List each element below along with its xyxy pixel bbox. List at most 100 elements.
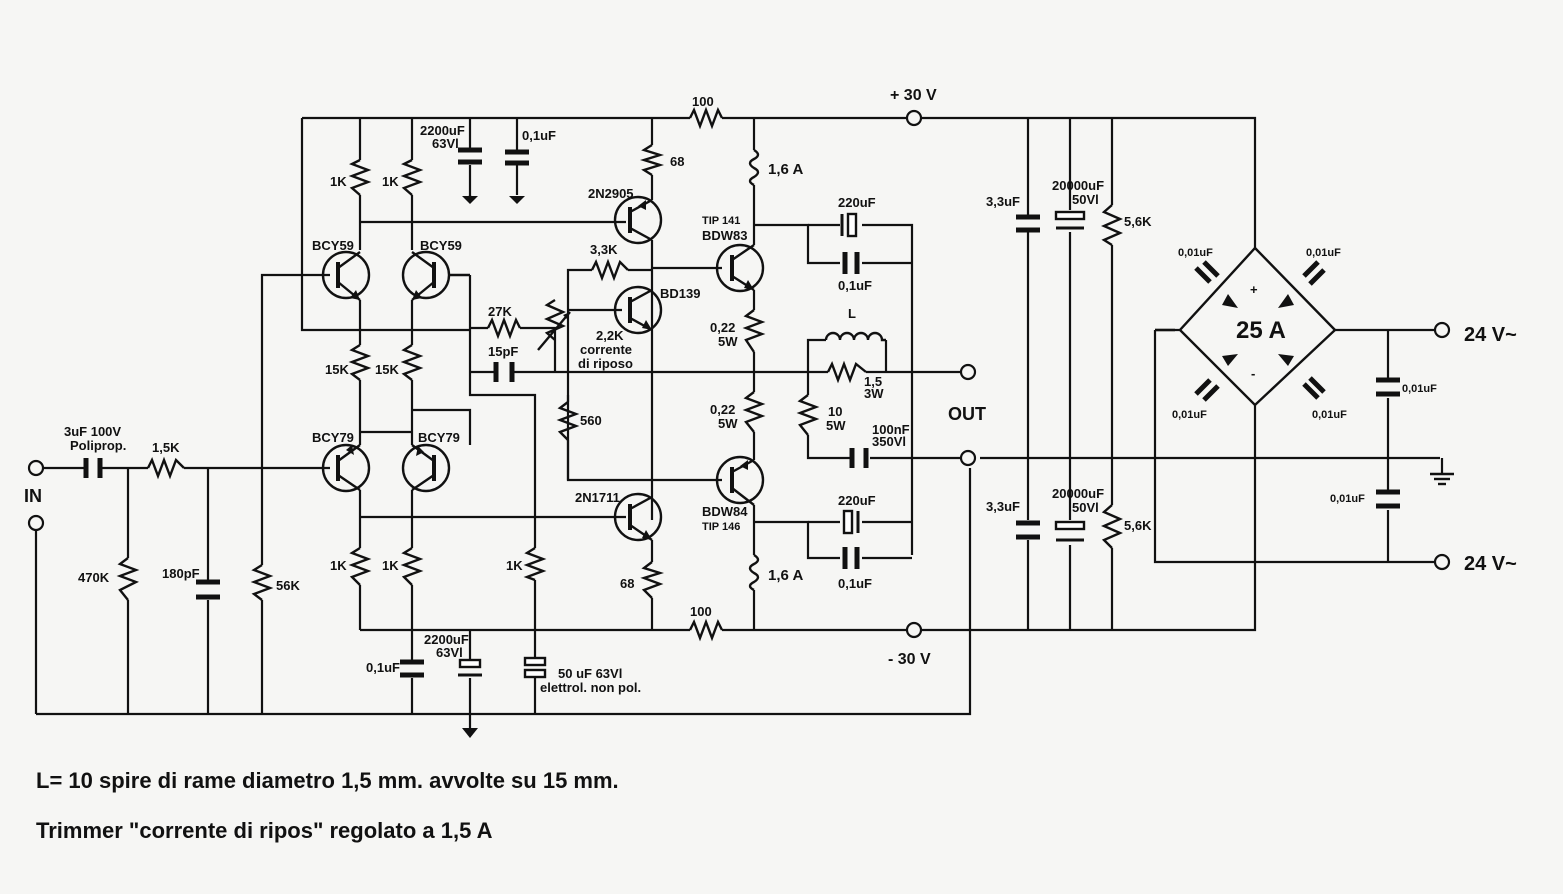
cap-20000uf-b	[1054, 520, 1086, 542]
label-bridge-plus: +	[1250, 282, 1258, 297]
label-tip146: TIP 146	[702, 521, 740, 533]
terminal-in-a	[27, 459, 45, 477]
resistor-022-a	[742, 309, 766, 353]
wires	[34, 116, 1444, 728]
label-cb2: 0,01uF	[1306, 247, 1341, 259]
label-fuse-top: 1,6 A	[768, 161, 803, 178]
components	[83, 106, 1454, 738]
resistor-56k	[250, 563, 274, 601]
resistor-1-5-3w	[826, 360, 867, 384]
label-r10b: 5W	[826, 418, 846, 433]
resistor-5-6k-a	[1101, 204, 1123, 247]
resistor-27k	[486, 316, 522, 340]
resistor-5-6k-b	[1101, 504, 1123, 549]
label-c100n: 100nF	[872, 422, 910, 437]
label-r5-6k-a: 5,6K	[1124, 214, 1152, 229]
resistor-3-3k	[590, 258, 629, 282]
cap-220uf-bot	[842, 509, 860, 535]
label-r1k-c: 1K	[330, 558, 347, 573]
cap-3-3uf-b	[1016, 520, 1040, 540]
cap-01uf-top2	[842, 252, 860, 274]
cap-15pf	[493, 362, 515, 382]
label-out: OUT	[948, 404, 986, 424]
terminal-out-a	[959, 363, 977, 381]
bridge-cap-3	[1194, 378, 1220, 402]
label-c3u2: Poliprop.	[70, 438, 126, 453]
resistor-10-5w	[796, 394, 820, 436]
resistor-15k-b	[400, 343, 424, 381]
label-c100n2: 350Vl	[872, 434, 906, 449]
label-bcy79-b: BCY79	[418, 430, 460, 445]
trimmer-2-2k	[544, 298, 566, 341]
bridge-cap-4	[1302, 376, 1326, 400]
label-r3-3k: 3,3K	[590, 242, 618, 257]
terminal-in-b	[27, 514, 45, 532]
label-c20000-a2: 50Vl	[1072, 192, 1099, 207]
label-c2200-bot-v: 63Vl	[436, 645, 463, 660]
label-cb6: 0,01uF	[1330, 493, 1365, 505]
transistor-bdw83	[715, 243, 765, 293]
label-r1k-e: 1K	[506, 558, 523, 573]
label-c50u: 50 uF 63Vl	[558, 666, 622, 681]
label-r15: 1,5	[864, 374, 882, 389]
terminals	[27, 109, 1451, 639]
terminal-out-b	[959, 449, 977, 467]
label-cb3: 0,01uF	[1172, 409, 1207, 421]
label-r1-5k: 1,5K	[152, 440, 180, 455]
label-r022-a: 0,22	[710, 320, 735, 335]
label-ac2: 24 V~	[1464, 553, 1517, 575]
label-bdw84: BDW84	[702, 504, 748, 519]
label-r100-bot: 100	[690, 604, 712, 619]
label-r5-6k-b: 5,6K	[1124, 518, 1152, 533]
label-c2200-top: 2200uF	[420, 123, 465, 138]
label-c3u: 3uF 100V	[64, 424, 121, 439]
resistor-1k-e	[523, 546, 547, 582]
label-r1k-d: 1K	[382, 558, 399, 573]
label-r022-b: 0,22	[710, 402, 735, 417]
ground-a	[462, 195, 478, 204]
transistor-bcy59-b	[401, 250, 470, 301]
transistor-bdw84	[715, 455, 765, 506]
label-2n2905: 2N2905	[588, 186, 634, 201]
resistor-560	[556, 401, 580, 441]
cap-2200uf-bot	[458, 658, 482, 677]
label-r470k: 470K	[78, 570, 110, 585]
cap-100nf	[849, 448, 869, 468]
label-c2200-top-v: 63Vl	[432, 136, 459, 151]
note-trimmer: Trimmer "corrente di ripos" regolato a 1…	[36, 818, 493, 843]
label-supply-pos: + 30 V	[890, 87, 937, 104]
label-c180p: 180pF	[162, 566, 200, 581]
resistor-470k	[116, 557, 140, 601]
transistor-bcy59-a	[321, 250, 371, 301]
transistor-bcy79-a	[321, 443, 371, 493]
label-c50u2: elettrol. non pol.	[540, 680, 641, 695]
resistor-1-5k-in	[146, 456, 185, 480]
label-bridge-minus: -	[1251, 366, 1255, 381]
label-r15k-a: 15K	[325, 362, 349, 377]
label-cb5: 0,01uF	[1402, 383, 1437, 395]
bridge-rectifier	[1155, 246, 1337, 407]
transistor-bcy79-b	[401, 443, 451, 493]
label-c33u-b: 3,3uF	[986, 499, 1020, 514]
label-c33u-a: 3,3uF	[986, 194, 1020, 209]
label-bdw83: BDW83	[702, 228, 748, 243]
transistor-bd139	[613, 285, 663, 335]
label-c01-top2: 0,1uF	[838, 278, 872, 293]
label-c01-bot2: 0,1uF	[838, 576, 872, 591]
terminal-pos30	[905, 109, 923, 127]
cap-0-01uf-r2	[1376, 489, 1400, 509]
terminal-neg30	[905, 621, 923, 639]
transistor-2n2905	[613, 195, 663, 245]
label-bcy59-a: BCY59	[312, 238, 354, 253]
resistor-68-bot	[640, 561, 665, 599]
label-c01-top: 0,1uF	[522, 128, 556, 143]
resistor-022-b	[742, 391, 766, 433]
terminal-ac-b	[1433, 553, 1451, 571]
label-c20000-b: 20000uF	[1052, 486, 1104, 501]
label-r022-b2: 5W	[718, 416, 738, 431]
label-in: IN	[24, 486, 42, 506]
label-cb1: 0,01uF	[1178, 247, 1213, 259]
label-c220-bot: 220uF	[838, 493, 876, 508]
cap-220uf-top	[840, 212, 858, 238]
